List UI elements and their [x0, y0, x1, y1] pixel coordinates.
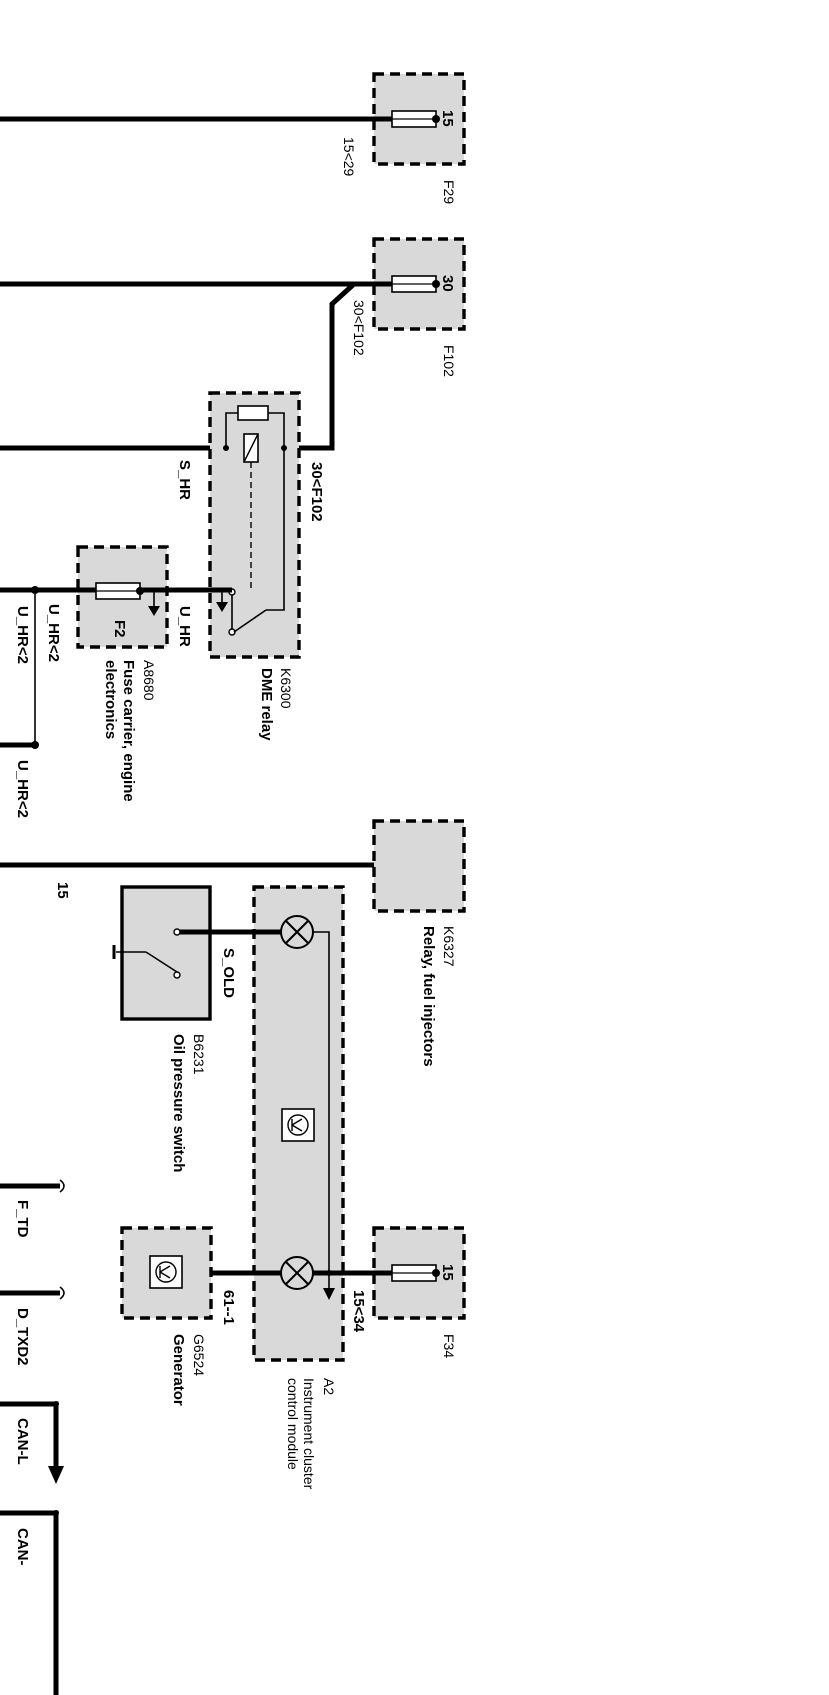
relay-k6300-output: U_HR	[176, 606, 193, 647]
connector-can-l: CAN-L	[14, 1418, 31, 1465]
fuse-f102-id: F102	[441, 345, 457, 377]
fuse-f29-group: 15 15<29 F29	[0, 72, 466, 204]
fuse-carrier-group: F2 A8680 Fuse carrier, engine electronic…	[0, 545, 232, 818]
relay-k6327-name: Relay, fuel injectors	[420, 926, 437, 1067]
fuse-f34-group: 15 15<34 F34	[313, 1226, 466, 1358]
cluster-name-2: control module	[285, 1378, 301, 1470]
cluster-electronics-icon	[281, 1108, 315, 1142]
fuse-f102-pin: 30	[439, 275, 456, 292]
fuse-f102-node	[432, 280, 440, 288]
fuse-f29-pin: 15	[439, 110, 456, 127]
generator-id: G6524	[191, 1334, 207, 1376]
fuse-carrier-name-1: Fuse carrier, engine	[120, 660, 137, 802]
generator-group: 61--1 G6524 Generator	[120, 1226, 281, 1406]
fuse-f29-wire-ref: 15<29	[341, 137, 357, 177]
generator-name: Generator	[170, 1334, 187, 1406]
relay-k6300-id: K6300	[278, 668, 294, 709]
relay-k6300-signal: S_HR	[176, 460, 193, 500]
relay-k6300-group: 30<F102 S_HR U_HR K6300 DME relay	[176, 391, 325, 741]
oil-switch-signal: S_OLD	[220, 948, 237, 998]
cluster-group: A2 Instrument cluster control module	[252, 885, 345, 1490]
fuse-f34-id: F34	[441, 1334, 457, 1358]
wire-30-f102-to-relay	[0, 282, 356, 451]
fuse-f2-label: F2	[111, 620, 128, 638]
fuse-f29-id: F29	[441, 180, 457, 204]
terminal-15-label: 15	[54, 882, 71, 899]
fuse-f34-wire-ref: 15<34	[350, 1290, 367, 1333]
fuse-carrier-id: A8680	[141, 660, 157, 701]
fuse-f102-group: 30 30<F102 F102	[0, 237, 466, 451]
connector-d-txd2: D_TXD2	[14, 1308, 31, 1366]
u-hr-branch-node	[31, 586, 39, 594]
connectors-group: F_TD D_TXD2 CAN-L CAN-	[0, 1179, 65, 1695]
relay-k6300-switch	[233, 609, 267, 633]
relay-k6300-name: DME relay	[258, 668, 275, 741]
relay-k6327-id: K6327	[441, 926, 457, 967]
fuse-f34-pin: 15	[439, 1264, 456, 1281]
oil-switch-group: S_OLD B6231 Oil pressure switch	[112, 885, 281, 1172]
connector-f-td: F_TD	[14, 1200, 31, 1238]
generator-electronics-icon	[149, 1255, 183, 1289]
generator-signal: 61--1	[220, 1290, 237, 1325]
oil-switch-name: Oil pressure switch	[170, 1034, 187, 1172]
relay-k6327-box	[372, 819, 466, 913]
u-hr-label-a: U_HR<2	[45, 604, 62, 662]
cluster-name-1: Instrument cluster	[301, 1378, 317, 1490]
cluster-id: A2	[321, 1378, 337, 1395]
u-hr-label-c: U_HR<2	[14, 760, 31, 818]
oil-switch-id: B6231	[191, 1034, 207, 1075]
fuse-f102-wire-ref: 30<F102	[351, 300, 367, 356]
relay-k6300-supply: 30<F102	[308, 462, 325, 522]
fuse-carrier-name-2: electronics	[102, 660, 119, 739]
relay-k6327-group: 15 K6327 Relay, fuel injectors	[0, 819, 466, 1067]
fuse-f29-node	[432, 115, 440, 123]
connector-can-h: CAN-	[14, 1528, 31, 1566]
oil-switch-box	[120, 885, 212, 1021]
fuse-f34-node	[432, 1269, 440, 1277]
u-hr-label-b: U_HR<2	[14, 606, 31, 664]
oil-switch-contact	[145, 951, 178, 973]
